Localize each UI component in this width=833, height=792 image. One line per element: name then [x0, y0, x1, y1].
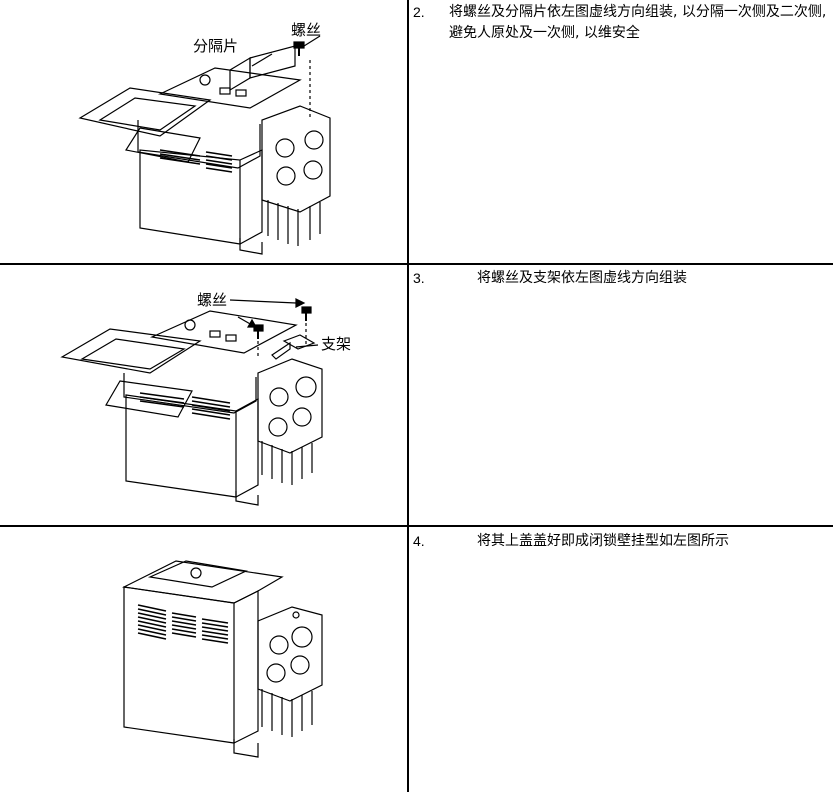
screw-label: 螺丝 [197, 291, 228, 309]
screw-label: 螺丝 [291, 21, 322, 39]
step-text: 将其上盖盖好即成闭锁壁挂型如左图所示 [477, 533, 729, 549]
inverter-separator-illustration [78, 35, 331, 255]
step-2: 2. 将螺丝及分隔片依左图虚线方向组装, 以分隔一次侧及二次侧, 避免人原处及一… [413, 2, 829, 44]
row-divider [0, 525, 833, 527]
step-number: 2. [413, 4, 425, 20]
step-number: 4. [413, 533, 425, 549]
row-divider [0, 263, 833, 265]
step-number: 3. [413, 270, 425, 286]
step-text: 将螺丝及分隔片依左图虚线方向组装, 以分隔一次侧及二次侧, 避免人原处及一次侧,… [449, 4, 827, 41]
step-4: 4. 将其上盖盖好即成闭锁壁挂型如左图所示 [413, 531, 829, 552]
inverter-bracket-illustration [60, 298, 323, 506]
step-3: 3. 将螺丝及支架依左图虚线方向组装 [413, 268, 829, 289]
figure-step-3: 螺丝 支架 [0, 265, 406, 524]
inverter-closed-wallmount-illustration [122, 560, 323, 758]
column-divider [407, 0, 409, 792]
bracket-label: 支架 [321, 335, 352, 353]
separator-label: 分隔片 [193, 37, 239, 55]
figure-step-2: 分隔片 螺丝 [0, 0, 406, 262]
figure-step-4 [0, 527, 406, 791]
step-text: 将螺丝及支架依左图虚线方向组装 [477, 270, 687, 286]
